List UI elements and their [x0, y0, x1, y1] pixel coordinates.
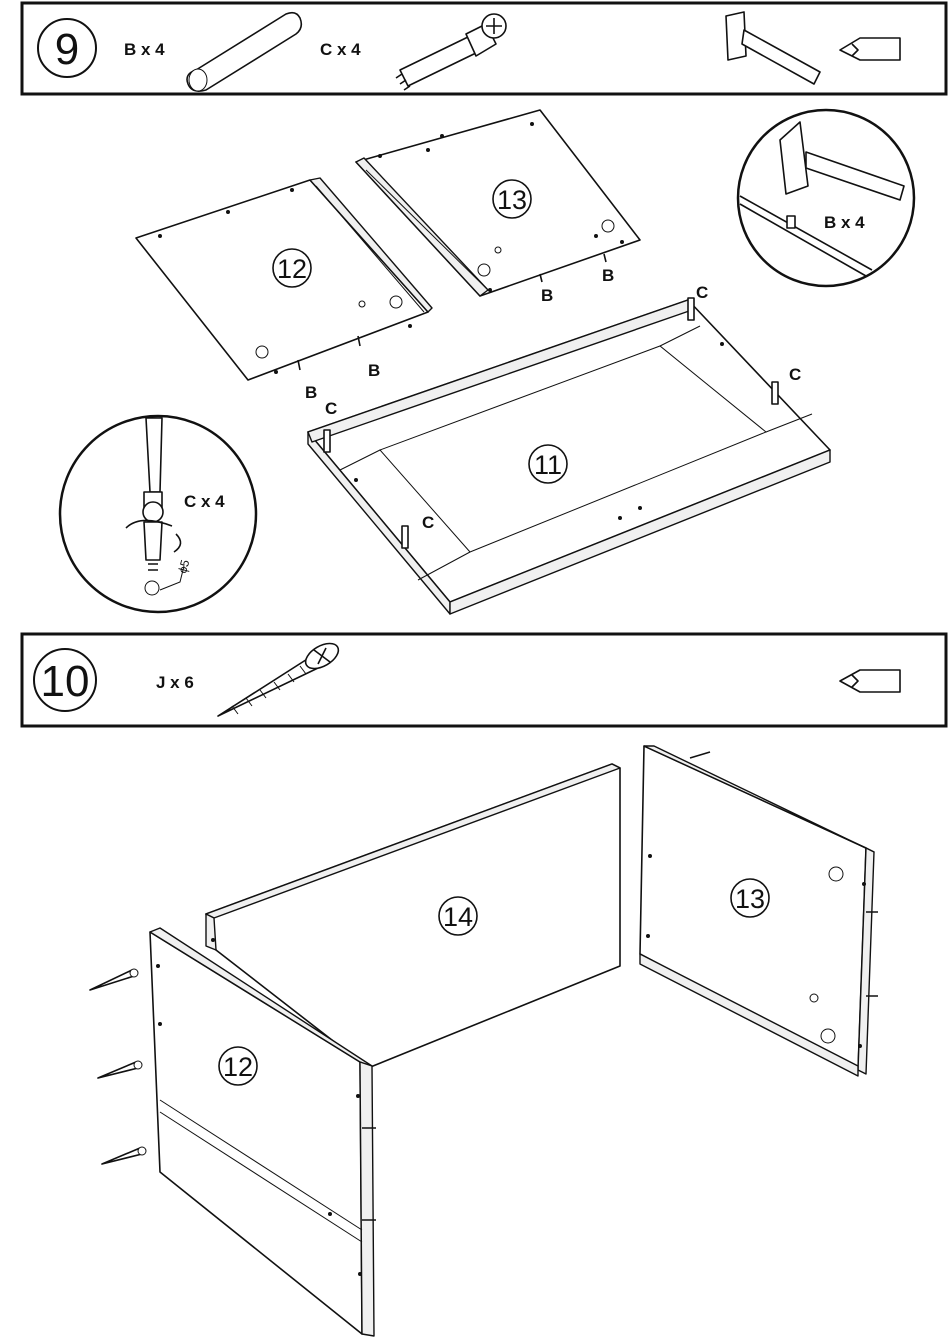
panel-12-number: 12 [277, 254, 307, 284]
callout-c-3: C [325, 399, 337, 418]
cam-detail-callout: C x 4 ϕ5 [60, 416, 256, 612]
cam-detail-label: C x 4 [184, 492, 225, 511]
panel-13-number: 13 [497, 185, 527, 215]
step9-number-badge: 9 [38, 19, 96, 77]
step9-part-b-label: B x 4 [124, 40, 165, 59]
step10-part-j-label: J x 6 [156, 673, 194, 692]
panel-12-step9: 12 [136, 178, 432, 380]
step10-number-badge: 10 [34, 649, 96, 711]
panel-14-number: 14 [443, 902, 473, 932]
callout-c-1: C [696, 283, 708, 302]
callout-b-12b: B [368, 361, 380, 380]
panel-12-step10-number: 12 [223, 1052, 253, 1082]
panel-11-number: 11 [534, 450, 562, 480]
hammer-detail-label: B x 4 [824, 213, 865, 232]
screw-left-2 [98, 1061, 142, 1078]
callout-b-13b: B [602, 266, 614, 285]
callout-c-2: C [789, 365, 801, 384]
step9-header: 9 B x 4 C x 4 [22, 3, 946, 94]
step9-number: 9 [55, 25, 79, 74]
callout-c-4: C [422, 513, 434, 532]
panel-13-step9: 13 [356, 110, 640, 296]
callout-b-12a: B [305, 383, 317, 402]
panel-13-step10-number: 13 [735, 884, 765, 914]
step9-part-c-label: C x 4 [320, 40, 361, 59]
screw-left-3 [102, 1147, 146, 1164]
panel-11-step9: 11 [308, 298, 830, 614]
hammer-detail-callout: B x 4 [738, 110, 914, 286]
screw-left-1 [90, 969, 138, 990]
step10-header: 10 J x 6 [22, 634, 946, 726]
panel-13-step10: 13 [640, 746, 878, 1076]
callout-b-13a: B [541, 286, 553, 305]
step10-number: 10 [41, 657, 90, 706]
